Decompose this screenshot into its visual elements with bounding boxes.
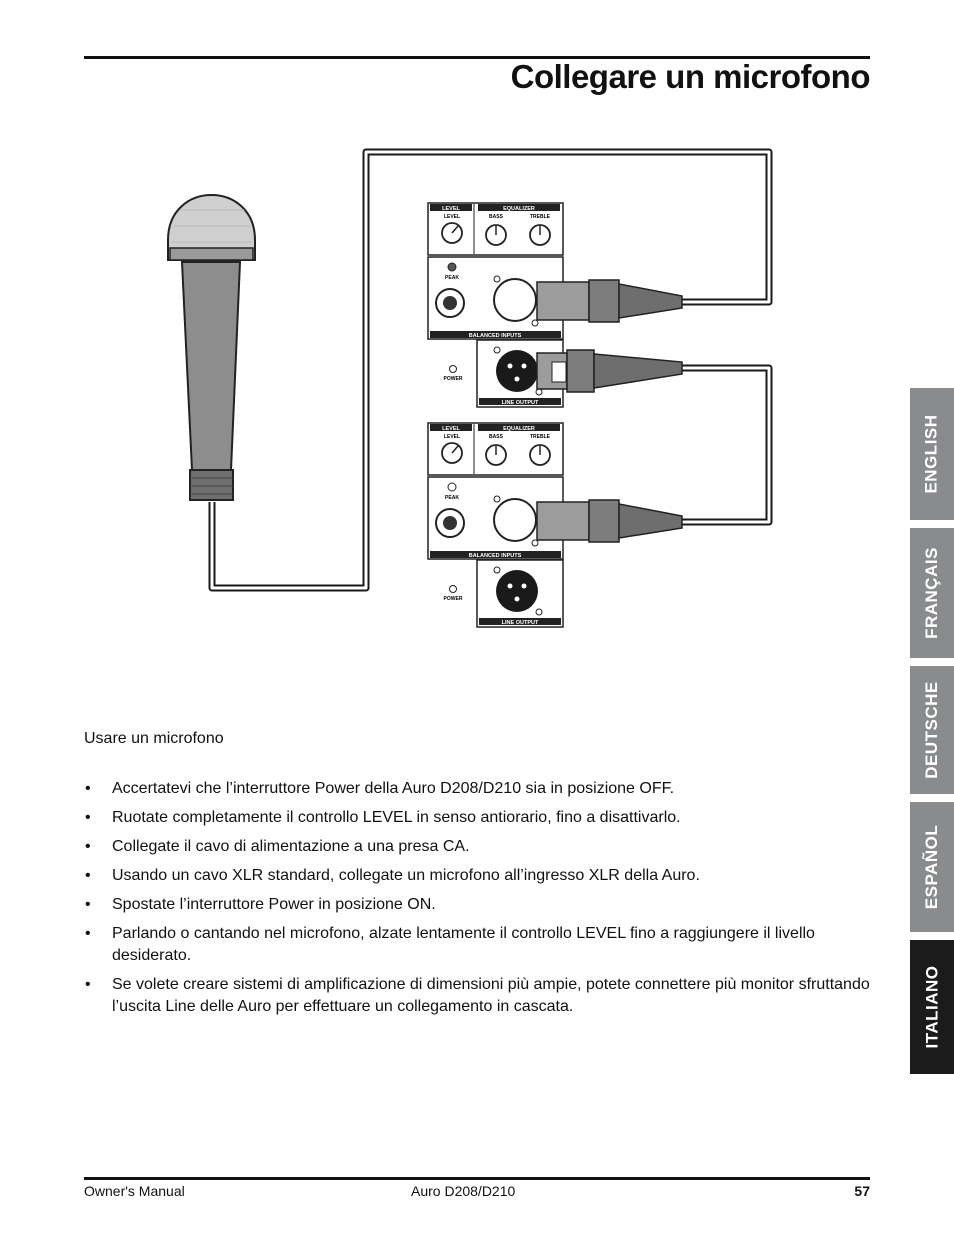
tab-espanol[interactable]: ESPAÑOL	[910, 802, 954, 932]
tab-francais[interactable]: FRANÇAIS	[910, 528, 954, 658]
line-output-label: LINE OUTPUT	[502, 620, 539, 626]
connection-diagram: LEVEL EQUALIZER LEVEL BASS TREBLE PEAK B…	[167, 148, 773, 628]
xlr-input	[493, 278, 537, 322]
tab-label: FRANÇAIS	[922, 547, 941, 639]
list-item: Se volete creare sistemi di amplificazio…	[84, 974, 874, 1018]
mic-cable	[208, 148, 773, 592]
bass-knob-label: BASS	[489, 434, 504, 440]
peak-led	[447, 262, 457, 272]
footer-rule	[84, 1177, 870, 1180]
page-title: Collegare un microfono	[510, 58, 871, 95]
tab-italiano[interactable]: ITALIANO	[910, 940, 954, 1074]
balanced-inputs-label: BALANCED INPUTS	[469, 333, 522, 339]
section-label: Usare un microfono	[84, 730, 224, 747]
peak-led	[447, 482, 457, 492]
list-item: Ruotate completamente il controllo LEVEL…	[84, 807, 874, 829]
tab-label: ITALIANO	[922, 965, 942, 1049]
xlr-line-output	[496, 570, 538, 612]
tab-label: ENGLISH	[922, 414, 941, 494]
microphone-icon	[167, 194, 256, 501]
balanced-inputs-label: BALANCED INPUTS	[469, 553, 522, 559]
footer-manual-label: Owner's Manual	[84, 1183, 185, 1199]
treble-knob-label: TREBLE	[530, 214, 551, 220]
page-number: 57	[854, 1183, 870, 1199]
peak-label: PEAK	[445, 275, 459, 281]
level-header-label: LEVEL	[442, 426, 460, 432]
treble-knob-label: TREBLE	[530, 434, 551, 440]
level-header-label: LEVEL	[442, 206, 460, 212]
power-label: POWER	[444, 596, 463, 602]
tab-english[interactable]: ENGLISH	[910, 388, 954, 520]
line-output-label: LINE OUTPUT	[502, 400, 539, 406]
list-item: Spostate l’interruttore Power in posizio…	[84, 894, 874, 916]
equalizer-header-label: EQUALIZER	[503, 206, 535, 212]
tab-deutsche[interactable]: DEUTSCHE	[910, 666, 954, 794]
bass-knob-label: BASS	[489, 214, 504, 220]
daisy-chain-cable	[680, 364, 773, 526]
list-item: Usando un cavo XLR standard, collegate u…	[84, 865, 874, 887]
peak-label: PEAK	[445, 495, 459, 501]
level-knob-label: LEVEL	[444, 434, 460, 440]
instruction-list: Accertatevi che l’interruttore Power del…	[84, 778, 874, 1025]
list-item: Parlando o cantando nel microfono, alzat…	[84, 923, 874, 967]
power-led	[449, 585, 457, 593]
tab-label: ESPAÑOL	[922, 824, 942, 910]
amp-panel-bottom: LEVEL EQUALIZER LEVEL BASS TREBLE PEAK B…	[427, 422, 564, 628]
xlr-plug-input-top	[536, 279, 683, 323]
level-knob-label: LEVEL	[444, 214, 460, 220]
footer-model-label: Auro D208/D210	[411, 1183, 516, 1199]
xlr-line-output	[496, 350, 538, 392]
power-label: POWER	[444, 376, 463, 382]
power-led	[449, 365, 457, 373]
header-rule	[84, 56, 870, 59]
list-item: Collegate il cavo di alimentazione a una…	[84, 836, 874, 858]
xlr-plug-output-top	[536, 349, 683, 393]
xlr-plug-input-bottom	[536, 499, 683, 543]
list-item: Accertatevi che l’interruttore Power del…	[84, 778, 874, 800]
equalizer-header-label: EQUALIZER	[503, 426, 535, 432]
xlr-input	[493, 498, 537, 542]
tab-label: DEUTSCHE	[922, 681, 942, 779]
